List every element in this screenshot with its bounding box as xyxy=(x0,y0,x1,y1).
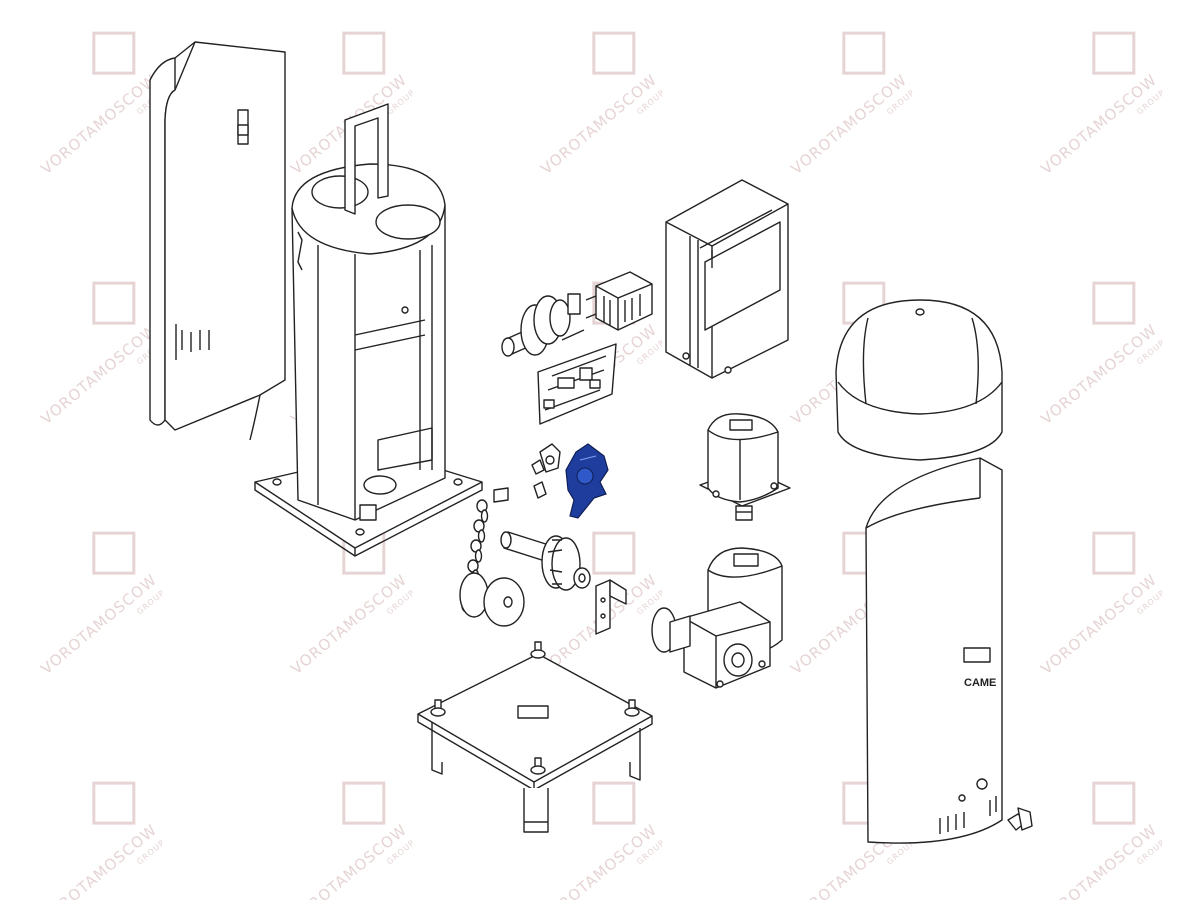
gearmotor[interactable] xyxy=(651,547,783,689)
encoder-unit[interactable] xyxy=(699,413,791,521)
watermark-text: VOROTAMOSCOW xyxy=(37,71,160,178)
brand-label: CAME xyxy=(964,677,996,689)
watermark-text: VOROTAMOSCOW xyxy=(1037,71,1160,178)
watermark-text: VOROTAMOSCOW xyxy=(1037,571,1160,678)
pulley[interactable] xyxy=(459,572,525,627)
watermark-text: VOROTAMOSCOW xyxy=(37,321,160,428)
chain-link xyxy=(474,549,483,563)
watermark-text: VOROTAMOSCOW xyxy=(37,571,160,678)
highlighted-cam[interactable] xyxy=(565,443,609,519)
anchor-bolt xyxy=(530,641,546,659)
lock-key[interactable] xyxy=(1007,807,1033,831)
watermark-text: VOROTAMOSCOW xyxy=(1037,321,1160,428)
watermark-text: VOROTAMOSCOW xyxy=(787,71,910,178)
limit-cams[interactable] xyxy=(531,443,561,499)
anchor-bolt xyxy=(624,699,640,717)
front-cover-panel[interactable] xyxy=(149,41,286,441)
release-shaft[interactable] xyxy=(501,293,585,357)
control-board[interactable] xyxy=(537,343,617,425)
watermark-text: VOROTAMOSCOW xyxy=(287,571,410,678)
anchor-plate[interactable] xyxy=(417,641,653,833)
transformer[interactable] xyxy=(585,271,653,331)
watermark-text: VOROTAMOSCOW xyxy=(537,71,660,178)
dome-cap[interactable] xyxy=(835,299,1003,461)
cabinet-housing[interactable]: CAME xyxy=(865,457,1003,844)
cabinet-frame[interactable] xyxy=(254,103,483,557)
anchor-bolt xyxy=(530,757,546,775)
control-box[interactable] xyxy=(665,179,789,379)
chain-link xyxy=(477,529,486,543)
chain-link xyxy=(480,509,489,523)
gear-shaft[interactable] xyxy=(500,531,591,591)
anchor-bolt xyxy=(430,699,446,717)
bracket[interactable] xyxy=(595,579,627,635)
